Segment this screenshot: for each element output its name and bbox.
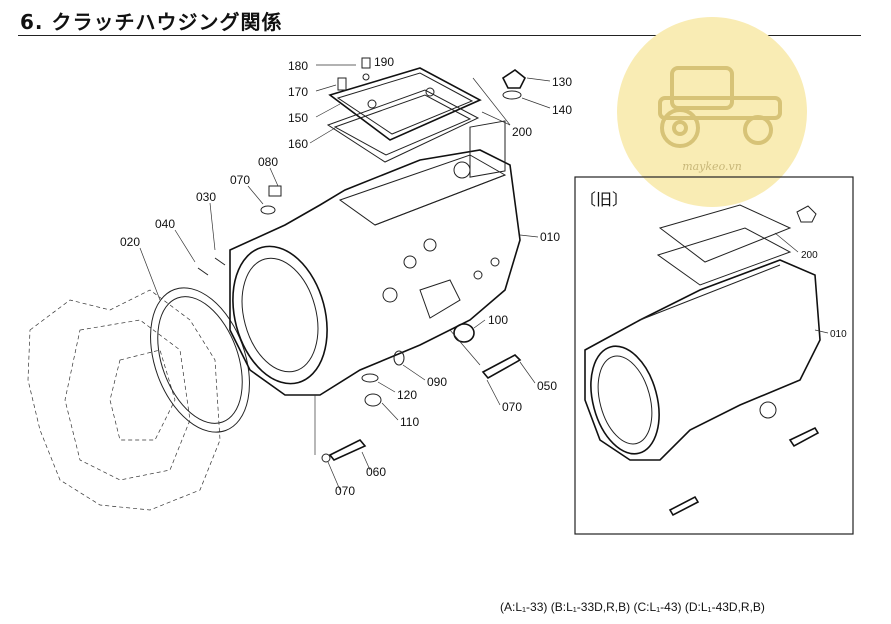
label-050: 050 (537, 379, 557, 393)
label-110: 110 (400, 415, 419, 429)
watermark: maykeo.vn (617, 17, 807, 207)
old-version-inset: 〔旧〕 200 010 (574, 176, 854, 535)
old-label-200: 200 (801, 250, 818, 261)
label-150: 150 (288, 111, 308, 125)
label-130: 130 (552, 75, 572, 89)
inset-frame (574, 176, 854, 535)
label-070-b: 070 (502, 400, 522, 414)
label-170: 170 (288, 85, 308, 99)
label-160: 160 (288, 137, 308, 151)
label-200: 200 (512, 125, 532, 139)
page-title: 6. クラッチハウジング関係 (20, 10, 283, 34)
label-080: 080 (258, 155, 278, 169)
part-010-housing (229, 120, 521, 396)
label-190: 190 (374, 55, 394, 69)
label-120: 120 (397, 388, 417, 402)
old-label-010: 010 (830, 329, 847, 340)
label-060: 060 (366, 465, 386, 479)
part-130-cap (501, 69, 527, 100)
bolts (197, 57, 522, 463)
label-040: 040 (155, 217, 175, 231)
label-090: 090 (427, 375, 447, 389)
label-140: 140 (552, 103, 572, 117)
title-rule (18, 35, 861, 36)
label-030: 030 (196, 190, 216, 204)
label-020: 020 (120, 235, 140, 249)
part-150-160-cover (326, 67, 482, 163)
label-070-a: 070 (230, 173, 250, 187)
label-100: 100 (488, 313, 508, 327)
engine-outline (27, 289, 221, 511)
model-footnote: (A:L₁-33) (B:L₁-33D,R,B) (C:L₁-43) (D:L₁… (500, 600, 765, 614)
label-010: 010 (540, 230, 560, 244)
label-070-c: 070 (335, 484, 355, 498)
label-180: 180 (288, 59, 308, 73)
tractor-icon (658, 66, 782, 148)
leaders (139, 64, 551, 491)
old-label: 〔旧〕 (580, 190, 628, 209)
watermark-text: maykeo.vn (682, 160, 742, 173)
part-020-gasket (150, 287, 250, 433)
